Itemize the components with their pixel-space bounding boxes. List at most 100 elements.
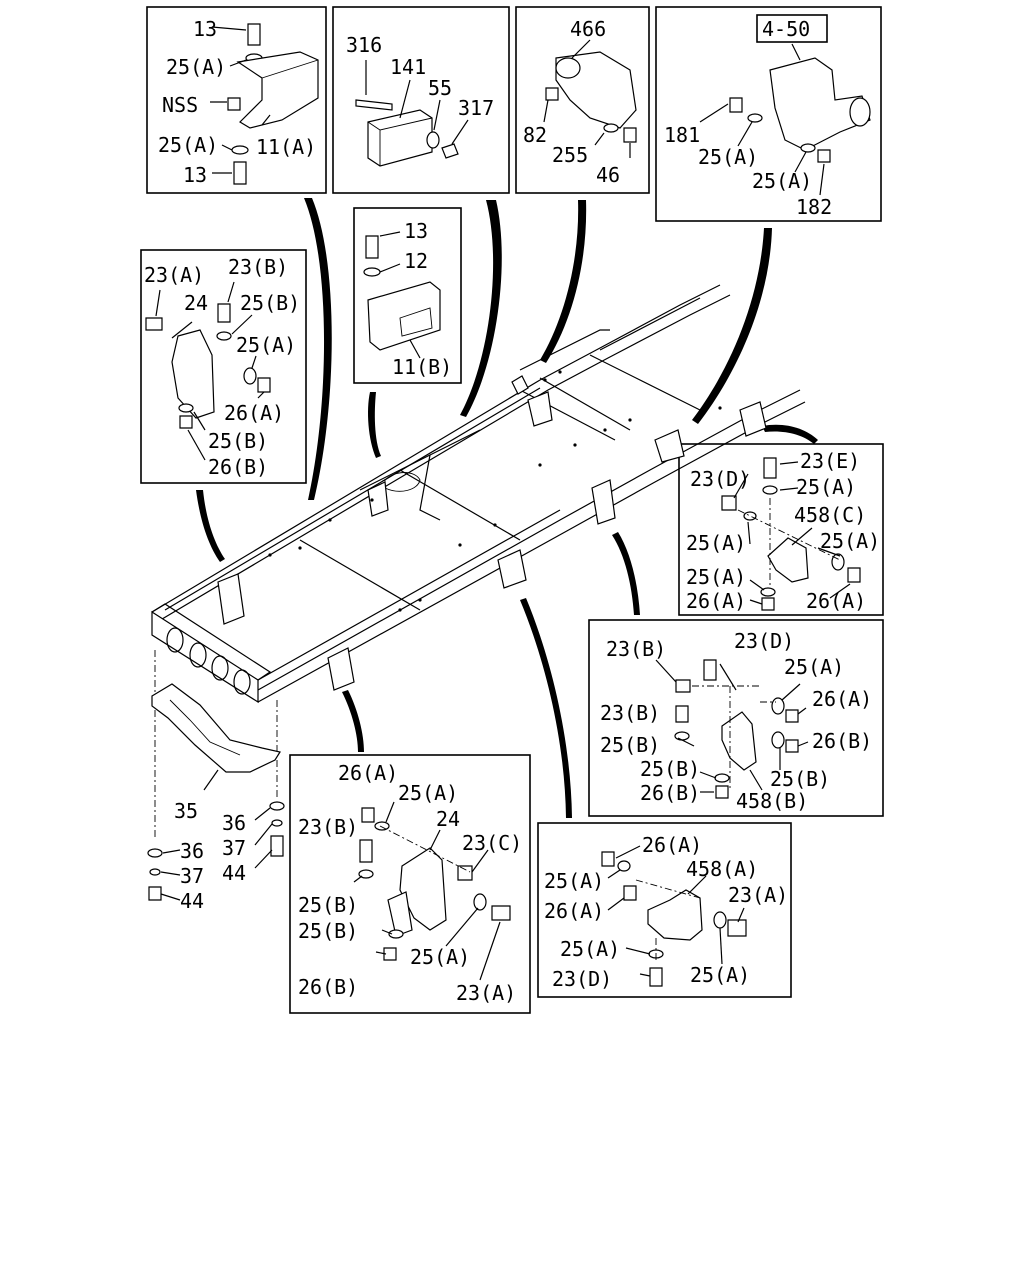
label-25a-j3: 25(A) — [690, 963, 750, 987]
leader-panel-b — [460, 200, 502, 417]
label-181: 181 — [664, 123, 700, 147]
label-316: 316 — [346, 33, 382, 57]
label-26a-j2: 26(A) — [544, 899, 604, 923]
label-458c: 458(C) — [794, 503, 866, 527]
label-26a-j1: 26(A) — [642, 833, 702, 857]
label-23a-i: 23(A) — [456, 981, 516, 1005]
leader-panel-g — [762, 424, 818, 444]
label-26a-f: 26(A) — [224, 401, 284, 425]
label-458b: 458(B) — [736, 789, 808, 813]
bracket-35 — [151, 683, 281, 773]
washer-36-left — [147, 848, 163, 858]
label-25a-g2: 25(A) — [686, 531, 746, 555]
label-25a-d1: 25(A) — [698, 145, 758, 169]
label-26a-g2: 26(A) — [806, 589, 866, 613]
label-26a-g1: 26(A) — [686, 589, 746, 613]
label-23d-g: 23(D) — [690, 467, 750, 491]
leader-panel-j — [520, 598, 572, 818]
label-25b-h3: 25(B) — [770, 767, 830, 791]
label-25b-h2: 25(B) — [640, 757, 700, 781]
panel-b-artwork — [355, 60, 469, 167]
label-ref-4-50: 4-50 — [762, 17, 810, 41]
label-23b-i: 23(B) — [298, 815, 358, 839]
panel-a-artwork — [210, 23, 319, 185]
panel-j-frame — [537, 822, 792, 998]
panel-i-artwork — [353, 801, 511, 981]
label-44-left: 44 — [180, 889, 204, 913]
leader-panel-a — [304, 198, 332, 500]
label-23b-h1: 23(B) — [606, 637, 666, 661]
label-12: 12 — [404, 249, 428, 273]
label-25a-i1: 25(A) — [398, 781, 458, 805]
label-26a-i: 26(A) — [338, 761, 398, 785]
label-26b-i: 26(B) — [298, 975, 358, 999]
label-317: 317 — [458, 96, 494, 120]
label-23a-j: 23(A) — [728, 883, 788, 907]
label-24-i: 24 — [436, 807, 460, 831]
label-23b-f: 23(B) — [228, 255, 288, 279]
label-23e-g: 23(E) — [800, 449, 860, 473]
leader-panel-d — [692, 228, 772, 424]
panel-e-frame — [353, 207, 462, 384]
panel-f-artwork — [145, 281, 271, 461]
label-25a-i2: 25(A) — [410, 945, 470, 969]
panel-b-frame — [332, 6, 510, 194]
label-26b-h1: 26(B) — [812, 729, 872, 753]
label-36-right: 36 — [222, 811, 246, 835]
panel-h-artwork — [655, 659, 809, 799]
label-37-left: 37 — [180, 864, 204, 888]
label-23b-h2: 23(B) — [600, 701, 660, 725]
label-25b-i2: 25(B) — [298, 919, 358, 943]
label-255: 255 — [552, 143, 588, 167]
label-82: 82 — [523, 123, 547, 147]
label-25a-h: 25(A) — [784, 655, 844, 679]
label-25a-f: 25(A) — [236, 333, 296, 357]
panel-d-artwork — [699, 14, 871, 196]
label-37-right: 37 — [222, 836, 246, 860]
panel-e-artwork — [363, 231, 441, 359]
label-23d-j: 23(D) — [552, 967, 612, 991]
label-458a: 458(A) — [686, 857, 758, 881]
label-141: 141 — [390, 55, 426, 79]
leader-panel-c — [540, 200, 587, 363]
spring-washer-37-right — [271, 819, 283, 827]
frame-holes — [268, 370, 722, 612]
label-26b-h2: 26(B) — [640, 781, 700, 805]
chassis-frame — [151, 284, 806, 840]
label-35: 35 — [174, 799, 198, 823]
label-25b-i1: 25(B) — [298, 893, 358, 917]
label-13-e: 13 — [404, 219, 428, 243]
label-25a-bottom: 25(A) — [158, 133, 218, 157]
label-25b-f1: 25(B) — [240, 291, 300, 315]
label-46: 46 — [596, 163, 620, 187]
bolt-44-right — [270, 835, 284, 857]
label-44-right: 44 — [222, 861, 246, 885]
bolt-44-left — [148, 886, 162, 901]
panel-h-frame — [588, 619, 884, 817]
label-36-left: 36 — [180, 839, 204, 863]
label-25a-d2: 25(A) — [752, 169, 812, 193]
label-23d-h: 23(D) — [734, 629, 794, 653]
panel-j-artwork — [601, 845, 747, 987]
panel-c-artwork — [543, 39, 637, 158]
panel-g-frame — [678, 443, 884, 616]
label-13-bottom: 13 — [183, 163, 207, 187]
label-23c-i: 23(C) — [462, 831, 522, 855]
label-25a-top: 25(A) — [166, 55, 226, 79]
label-25a-g3: 25(A) — [820, 529, 880, 553]
leader-panel-e — [368, 392, 381, 458]
label-24-f: 24 — [184, 291, 208, 315]
spring-washer-37-left — [149, 868, 161, 876]
label-25a-j1: 25(A) — [544, 869, 604, 893]
label-11a: 11(A) — [256, 135, 316, 159]
label-182: 182 — [796, 195, 832, 219]
panel-g-artwork — [721, 457, 861, 611]
leader-panel-i — [342, 690, 364, 752]
label-13-top: 13 — [193, 17, 217, 41]
label-11b: 11(B) — [392, 355, 452, 379]
callout-leaders — [196, 198, 818, 818]
label-26b-f: 26(B) — [208, 455, 268, 479]
panel-d-frame — [655, 6, 882, 222]
